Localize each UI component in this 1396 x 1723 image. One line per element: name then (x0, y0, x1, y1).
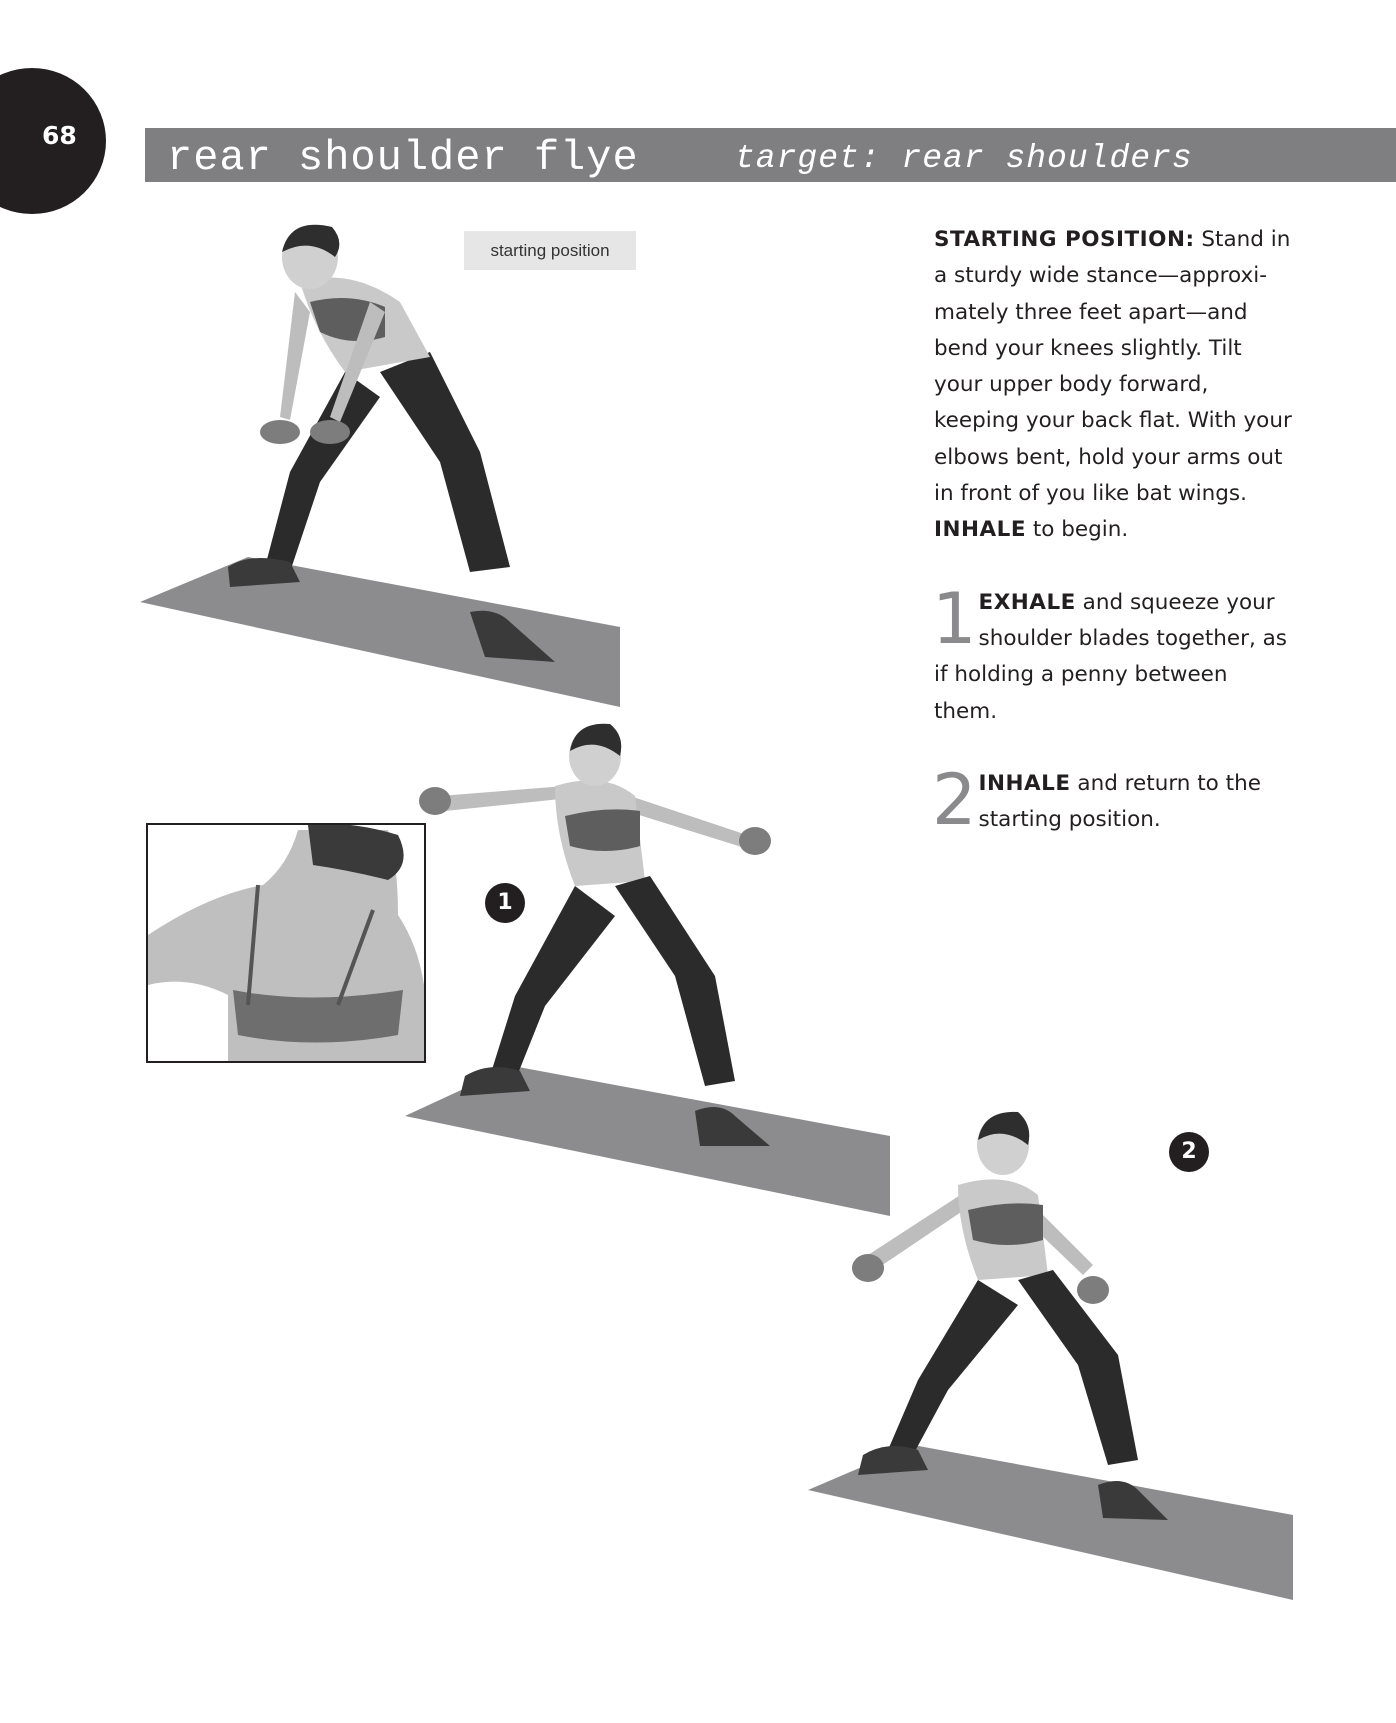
target-label: target: rear shoulders (735, 140, 1193, 177)
step-2-photo (808, 1090, 1298, 1605)
step-1-keyword: EXHALE (978, 589, 1076, 615)
step-2-number: 2 (932, 758, 977, 841)
exercise-title: rear shoulder flye (167, 134, 639, 182)
step-2-instruction: 2 INHALE and return to the starting posi… (932, 758, 1294, 841)
rear-shoulder-closeup-photo (146, 823, 426, 1063)
step-1-badge: 1 (485, 883, 525, 923)
step-1-instruction: 1 EXHALE and squeeze your shoulder blade… (932, 577, 1294, 730)
starting-position-caption: starting position (464, 231, 636, 270)
starting-position-label: STARTING POSITION: (934, 227, 1195, 252)
starting-position-body: Stand in a sturdy wide stance—approxi-ma… (934, 227, 1292, 507)
starting-position-end: to begin. (1026, 517, 1129, 543)
inhale-keyword: INHALE (934, 517, 1027, 543)
step-1-photo (405, 716, 895, 1226)
starting-position-photo (140, 222, 630, 712)
starting-position-text: STARTING POSITION: Stand in a sturdy wid… (934, 222, 1294, 549)
step-2-badge: 2 (1169, 1132, 1209, 1172)
step-2-keyword: INHALE (978, 770, 1071, 796)
title-bar: rear shoulder flye target: rear shoulder… (145, 128, 1396, 182)
step-1-text: and squeeze your shoulder blades togethe… (934, 589, 1288, 724)
step-1-number: 1 (932, 577, 977, 660)
step-2-text: and return to the starting position. (978, 770, 1261, 833)
page-number: 68 (42, 121, 77, 150)
instructions: STARTING POSITION: Stand in a sturdy wid… (932, 222, 1294, 841)
